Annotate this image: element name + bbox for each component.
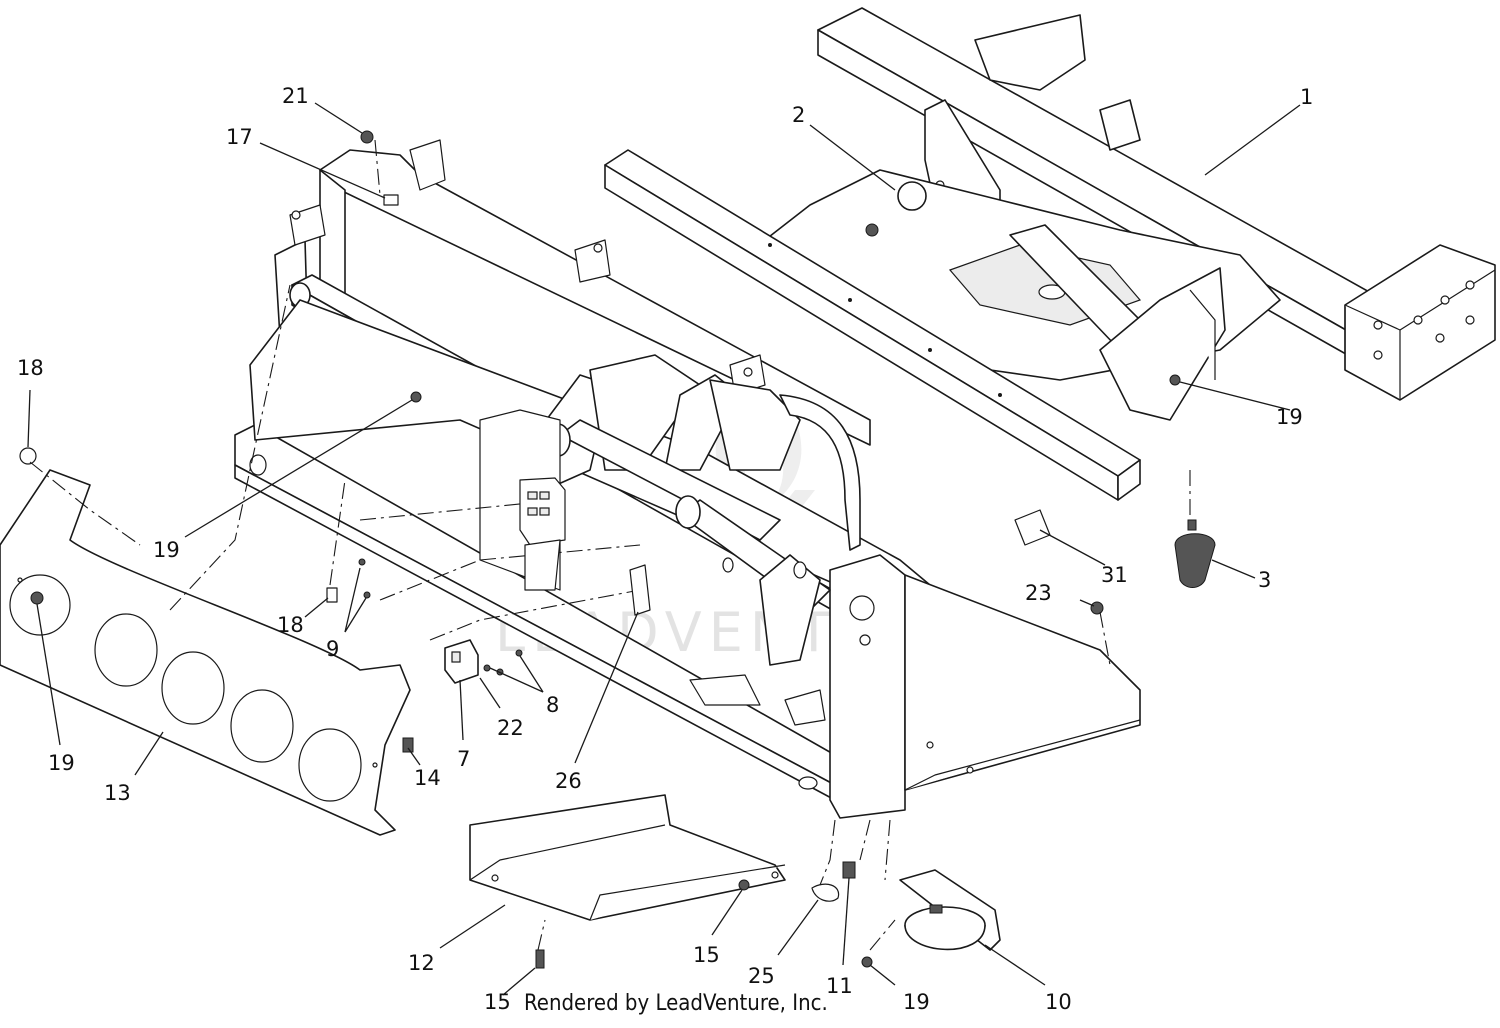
callout-14: 14 [414, 766, 441, 790]
horn-10 [899, 869, 1001, 951]
callout-25: 25 [748, 964, 775, 988]
callout-13: 13 [104, 781, 131, 805]
callout-12: 12 [408, 951, 435, 975]
render-credit: Rendered by LeadVenture, Inc. [524, 991, 828, 1016]
callout-10: 10 [1045, 990, 1072, 1014]
leader-lines [27, 102, 1301, 996]
callout-18-panel: 18 [277, 613, 304, 637]
callout-26: 26 [555, 769, 582, 793]
middle-cross-tube [604, 149, 1141, 501]
relay-7 [444, 639, 523, 684]
callout-2: 2 [792, 103, 805, 127]
callout-19-panel: 19 [48, 751, 75, 775]
callout-15-tray: 15 [693, 943, 720, 967]
switch-block-7 [519, 477, 566, 591]
callout-19-horn: 19 [903, 990, 930, 1014]
bumper-3 [1174, 519, 1216, 588]
callout-1: 1 [1300, 85, 1313, 109]
callout-18-left: 18 [17, 356, 44, 380]
fasteners [19, 130, 1181, 969]
bracket-plate-26 [629, 564, 651, 616]
callout-9: 9 [326, 637, 339, 661]
callout-23: 23 [1025, 581, 1052, 605]
callout-19-frame: 19 [153, 538, 180, 562]
guard-tray-12 [469, 794, 786, 921]
callout-31: 31 [1101, 563, 1128, 587]
callout-21: 21 [282, 84, 309, 108]
callout-22: 22 [497, 716, 524, 740]
callout-17: 17 [226, 125, 253, 149]
callout-labels: 1 2 3 7 8 9 10 11 12 13 14 15 15 17 18 1… [17, 84, 1313, 1014]
callout-15-bottom: 15 [484, 990, 511, 1014]
rear-frame-assembly [764, 7, 1496, 421]
callout-8: 8 [546, 693, 559, 717]
callout-19-rear: 19 [1276, 405, 1303, 429]
front-panel-13 [0, 469, 411, 836]
callout-11: 11 [826, 974, 853, 998]
callout-3: 3 [1258, 568, 1271, 592]
callout-7: 7 [457, 747, 470, 771]
alignment-lines [29, 139, 1191, 951]
